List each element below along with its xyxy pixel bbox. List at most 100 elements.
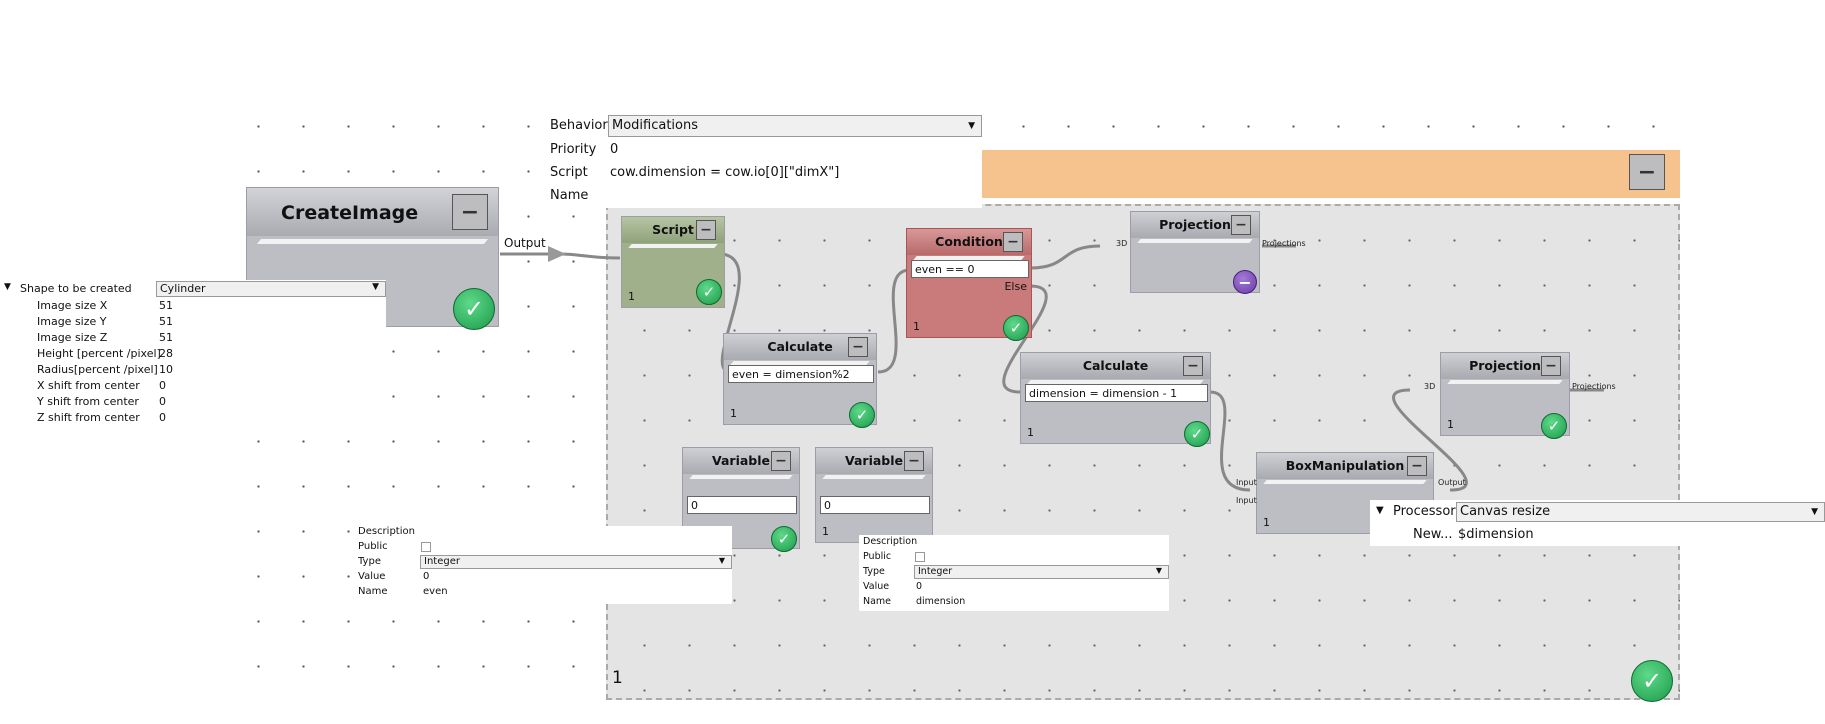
- projection-input-port[interactable]: 3D: [1116, 239, 1128, 248]
- condition-expression-input[interactable]: even == 0: [911, 260, 1029, 278]
- prop-value[interactable]: 0: [159, 411, 166, 424]
- condition-else-label: Else: [1004, 280, 1027, 293]
- processor-select[interactable]: Canvas resize ▼: [1456, 502, 1825, 522]
- behavior-label: Behavior: [550, 118, 608, 133]
- prop-value[interactable]: 0: [159, 395, 166, 408]
- boxmanipulation-output-port[interactable]: Output: [1438, 478, 1466, 487]
- calculate-collapse-button[interactable]: −: [1183, 356, 1203, 376]
- variable-node-2[interactable]: Variable − 0 1: [815, 447, 933, 543]
- name-value[interactable]: dimension: [916, 596, 966, 607]
- createimage-properties-panel: ▼ Shape to be created Cylinder ▼ Image s…: [0, 280, 386, 430]
- public-checkbox[interactable]: [421, 542, 431, 552]
- type-label: Type: [358, 556, 381, 567]
- public-label: Public: [863, 551, 892, 562]
- prop-label: Image size Z: [37, 331, 108, 344]
- condition-node[interactable]: Condition − even == 0 Else 1 ✓: [906, 228, 1032, 341]
- shape-select-value: Cylinder: [160, 282, 206, 295]
- variable-collapse-button[interactable]: −: [904, 451, 924, 471]
- projection-collapse-button[interactable]: −: [1231, 215, 1251, 235]
- node-number: 1: [1263, 516, 1270, 529]
- variable-collapse-button[interactable]: −: [771, 451, 791, 471]
- node-number: 1: [822, 525, 829, 538]
- calculate-node-1[interactable]: Calculate − even = dimension%2 1 ✓: [723, 333, 877, 428]
- calculate-node-2[interactable]: Calculate − dimension = dimension - 1 1 …: [1020, 352, 1211, 447]
- projection-collapse-button[interactable]: −: [1541, 356, 1561, 376]
- calculate-expression-input[interactable]: dimension = dimension - 1: [1025, 384, 1208, 402]
- projection-status-minus-icon: −: [1233, 270, 1257, 294]
- node-number: 1: [1447, 418, 1454, 431]
- shape-select[interactable]: Cylinder ▼: [156, 281, 386, 297]
- value-label: Value: [863, 581, 890, 592]
- boxmanipulation-input-port[interactable]: Input: [1236, 496, 1257, 505]
- processor-expand-icon[interactable]: ▼: [1376, 505, 1384, 516]
- prop-value[interactable]: 0: [159, 379, 166, 392]
- public-checkbox[interactable]: [915, 552, 925, 562]
- prop-label: Image size Y: [37, 315, 107, 328]
- node-number: 1: [913, 320, 920, 333]
- createimage-output-label: Output: [504, 236, 546, 250]
- behavior-select-value: Modifications: [612, 118, 699, 133]
- value-value[interactable]: 0: [423, 571, 430, 582]
- prop-value[interactable]: 10: [159, 363, 173, 376]
- name-label: Name: [358, 586, 388, 597]
- shape-expand-icon[interactable]: ▼: [4, 282, 11, 292]
- description-label: Description: [863, 536, 918, 547]
- new-value[interactable]: $dimension: [1458, 527, 1534, 542]
- name-value[interactable]: even: [423, 586, 448, 597]
- calculate-expression-input[interactable]: even = dimension%2: [728, 365, 874, 383]
- group-number: 1: [612, 668, 623, 688]
- group-status-check-icon: ✓: [1631, 660, 1673, 702]
- behavior-panel: Behavior Modifications ▼ Priority 0 Scri…: [546, 112, 982, 208]
- wire-condition-projection1: [1029, 244, 1101, 270]
- wire-else-calculate2: [1002, 284, 1048, 394]
- createimage-title: CreateImage: [281, 202, 419, 224]
- script-value[interactable]: cow.dimension = cow.io[0]["dimX"]: [610, 165, 840, 180]
- prop-value[interactable]: 51: [159, 331, 173, 344]
- type-select-value: Integer: [918, 566, 953, 577]
- priority-value[interactable]: 0: [610, 142, 619, 157]
- node-number: 1: [628, 290, 635, 303]
- calculate-collapse-button[interactable]: −: [848, 337, 868, 357]
- script-collapse-button[interactable]: −: [696, 220, 716, 240]
- value-value[interactable]: 0: [916, 581, 923, 592]
- condition-collapse-button[interactable]: −: [1003, 232, 1023, 252]
- variable-node-1[interactable]: Variable − 0 ✓: [682, 447, 800, 552]
- wire-calculate1-condition: [877, 268, 911, 374]
- prop-label: Radius[percent /pixel]: [37, 363, 158, 376]
- behavior-select[interactable]: Modifications ▼: [608, 115, 982, 137]
- name-label: Name: [550, 188, 589, 203]
- wire-boxmanip-projection2: [1392, 388, 1468, 492]
- type-select[interactable]: Integer ▼: [420, 555, 732, 569]
- node-stripe: [822, 475, 926, 479]
- type-label: Type: [863, 566, 885, 577]
- projection-output-port[interactable]: Projections: [1572, 382, 1616, 391]
- prop-value[interactable]: 51: [159, 299, 173, 312]
- prop-value[interactable]: 28: [159, 347, 173, 360]
- boxmanipulation-node-title: BoxManipulation: [1257, 453, 1433, 479]
- type-select[interactable]: Integer ▼: [914, 565, 1169, 579]
- prop-value[interactable]: 51: [159, 315, 173, 328]
- chevron-down-icon: ▼: [1155, 566, 1162, 575]
- createimage-collapse-button[interactable]: −: [452, 194, 488, 230]
- processor-select-value: Canvas resize: [1460, 504, 1551, 519]
- projection-input-port[interactable]: 3D: [1424, 382, 1436, 391]
- boxmanipulation-node[interactable]: BoxManipulation − 1: [1256, 452, 1434, 534]
- projection-node-1[interactable]: Projection − −: [1130, 211, 1260, 294]
- group-collapse-button[interactable]: −: [1629, 154, 1665, 190]
- condition-status-check-icon: ✓: [1003, 315, 1029, 341]
- projection-output-port[interactable]: Projections: [1262, 239, 1306, 248]
- prop-label: Z shift from center: [37, 411, 140, 424]
- script-node[interactable]: Script − 1 ✓: [621, 216, 725, 308]
- node-number: 1: [1027, 426, 1034, 439]
- boxmanipulation-collapse-button[interactable]: −: [1407, 456, 1427, 476]
- variable-value-input[interactable]: 0: [687, 496, 797, 514]
- new-label: New...: [1413, 527, 1453, 542]
- projection-node-2[interactable]: Projection − 1 ✓: [1440, 352, 1570, 439]
- boxmanipulation-input-port[interactable]: Input: [1236, 478, 1257, 487]
- chevron-down-icon: ▼: [372, 282, 379, 292]
- variable-value-input[interactable]: 0: [820, 496, 930, 514]
- variable-properties-panel-1: Description Public Type Integer ▼ Value …: [355, 526, 732, 604]
- createimage-status-check-icon: ✓: [453, 288, 495, 330]
- prop-label: Y shift from center: [37, 395, 139, 408]
- processor-label: Processor: [1393, 504, 1456, 519]
